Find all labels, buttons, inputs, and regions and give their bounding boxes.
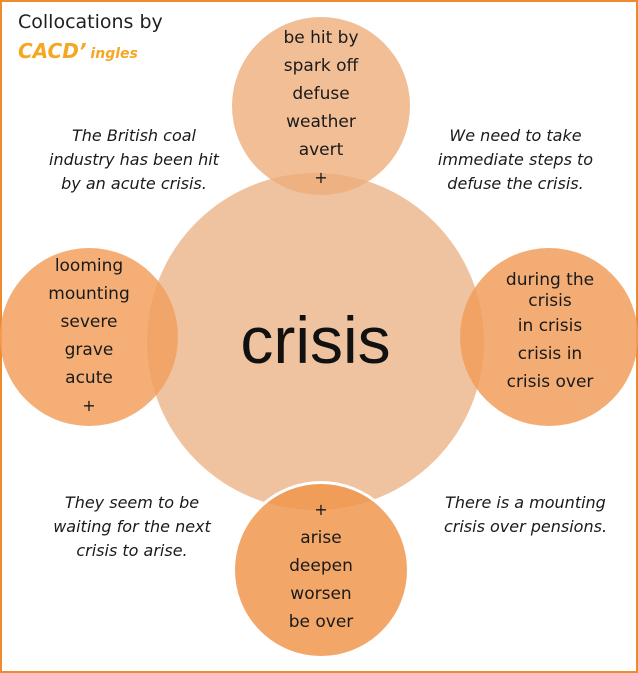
top-collocation-list: be hit by spark off defuse weather avert… xyxy=(232,24,410,192)
brand-logo-sub: ingles xyxy=(90,46,138,62)
list-item: avert xyxy=(298,140,344,160)
list-item: during the xyxy=(505,270,595,290)
list-item: mounting xyxy=(48,284,130,304)
brand-title: Collocations by xyxy=(18,11,163,33)
list-item: spark off xyxy=(283,56,359,76)
right-circle xyxy=(460,248,638,426)
plus-sign: + xyxy=(314,168,328,187)
example-bottom-left: They seem to be waiting for the next cri… xyxy=(53,493,211,560)
list-item: grave xyxy=(64,340,114,360)
list-item: acute xyxy=(65,368,113,388)
right-collocation-list: during the crisis in crisis crisis in cr… xyxy=(470,270,630,396)
list-item: be over xyxy=(288,612,354,632)
brand-logo-main: CACD’ xyxy=(18,39,87,63)
list-item: worsen xyxy=(290,584,352,604)
list-item: severe xyxy=(60,312,118,332)
plus-sign: + xyxy=(314,500,328,519)
center-word: crisis xyxy=(240,303,391,377)
list-item: defuse xyxy=(292,84,350,104)
list-item: be hit by xyxy=(283,28,359,48)
list-item: looming xyxy=(54,256,124,276)
center-circle xyxy=(147,173,484,510)
list-item: in crisis xyxy=(517,316,583,336)
brand-logo: CACD’ingles xyxy=(18,40,163,65)
example-top-right: We need to take immediate steps to defus… xyxy=(437,126,594,193)
bottom-collocation-list: + arise deepen worsen be over xyxy=(232,496,410,636)
list-item: crisis in xyxy=(517,344,583,364)
top-circle xyxy=(232,17,410,195)
list-item: weather xyxy=(286,112,356,132)
plus-sign: + xyxy=(82,396,96,415)
list-item: crisis over xyxy=(506,372,594,392)
list-item: deepen xyxy=(289,556,353,576)
list-item: crisis xyxy=(528,291,572,311)
left-collocation-list: looming mounting severe grave acute + xyxy=(0,252,178,420)
example-top-left: The British coal industry has been hit b… xyxy=(49,126,219,193)
example-bottom-right: There is a mounting crisis over pensions… xyxy=(443,493,608,536)
list-item: arise xyxy=(300,528,342,548)
brand-header: Collocations by CACD’ingles xyxy=(18,10,163,65)
left-circle xyxy=(0,248,178,426)
bottom-circle xyxy=(232,481,410,659)
